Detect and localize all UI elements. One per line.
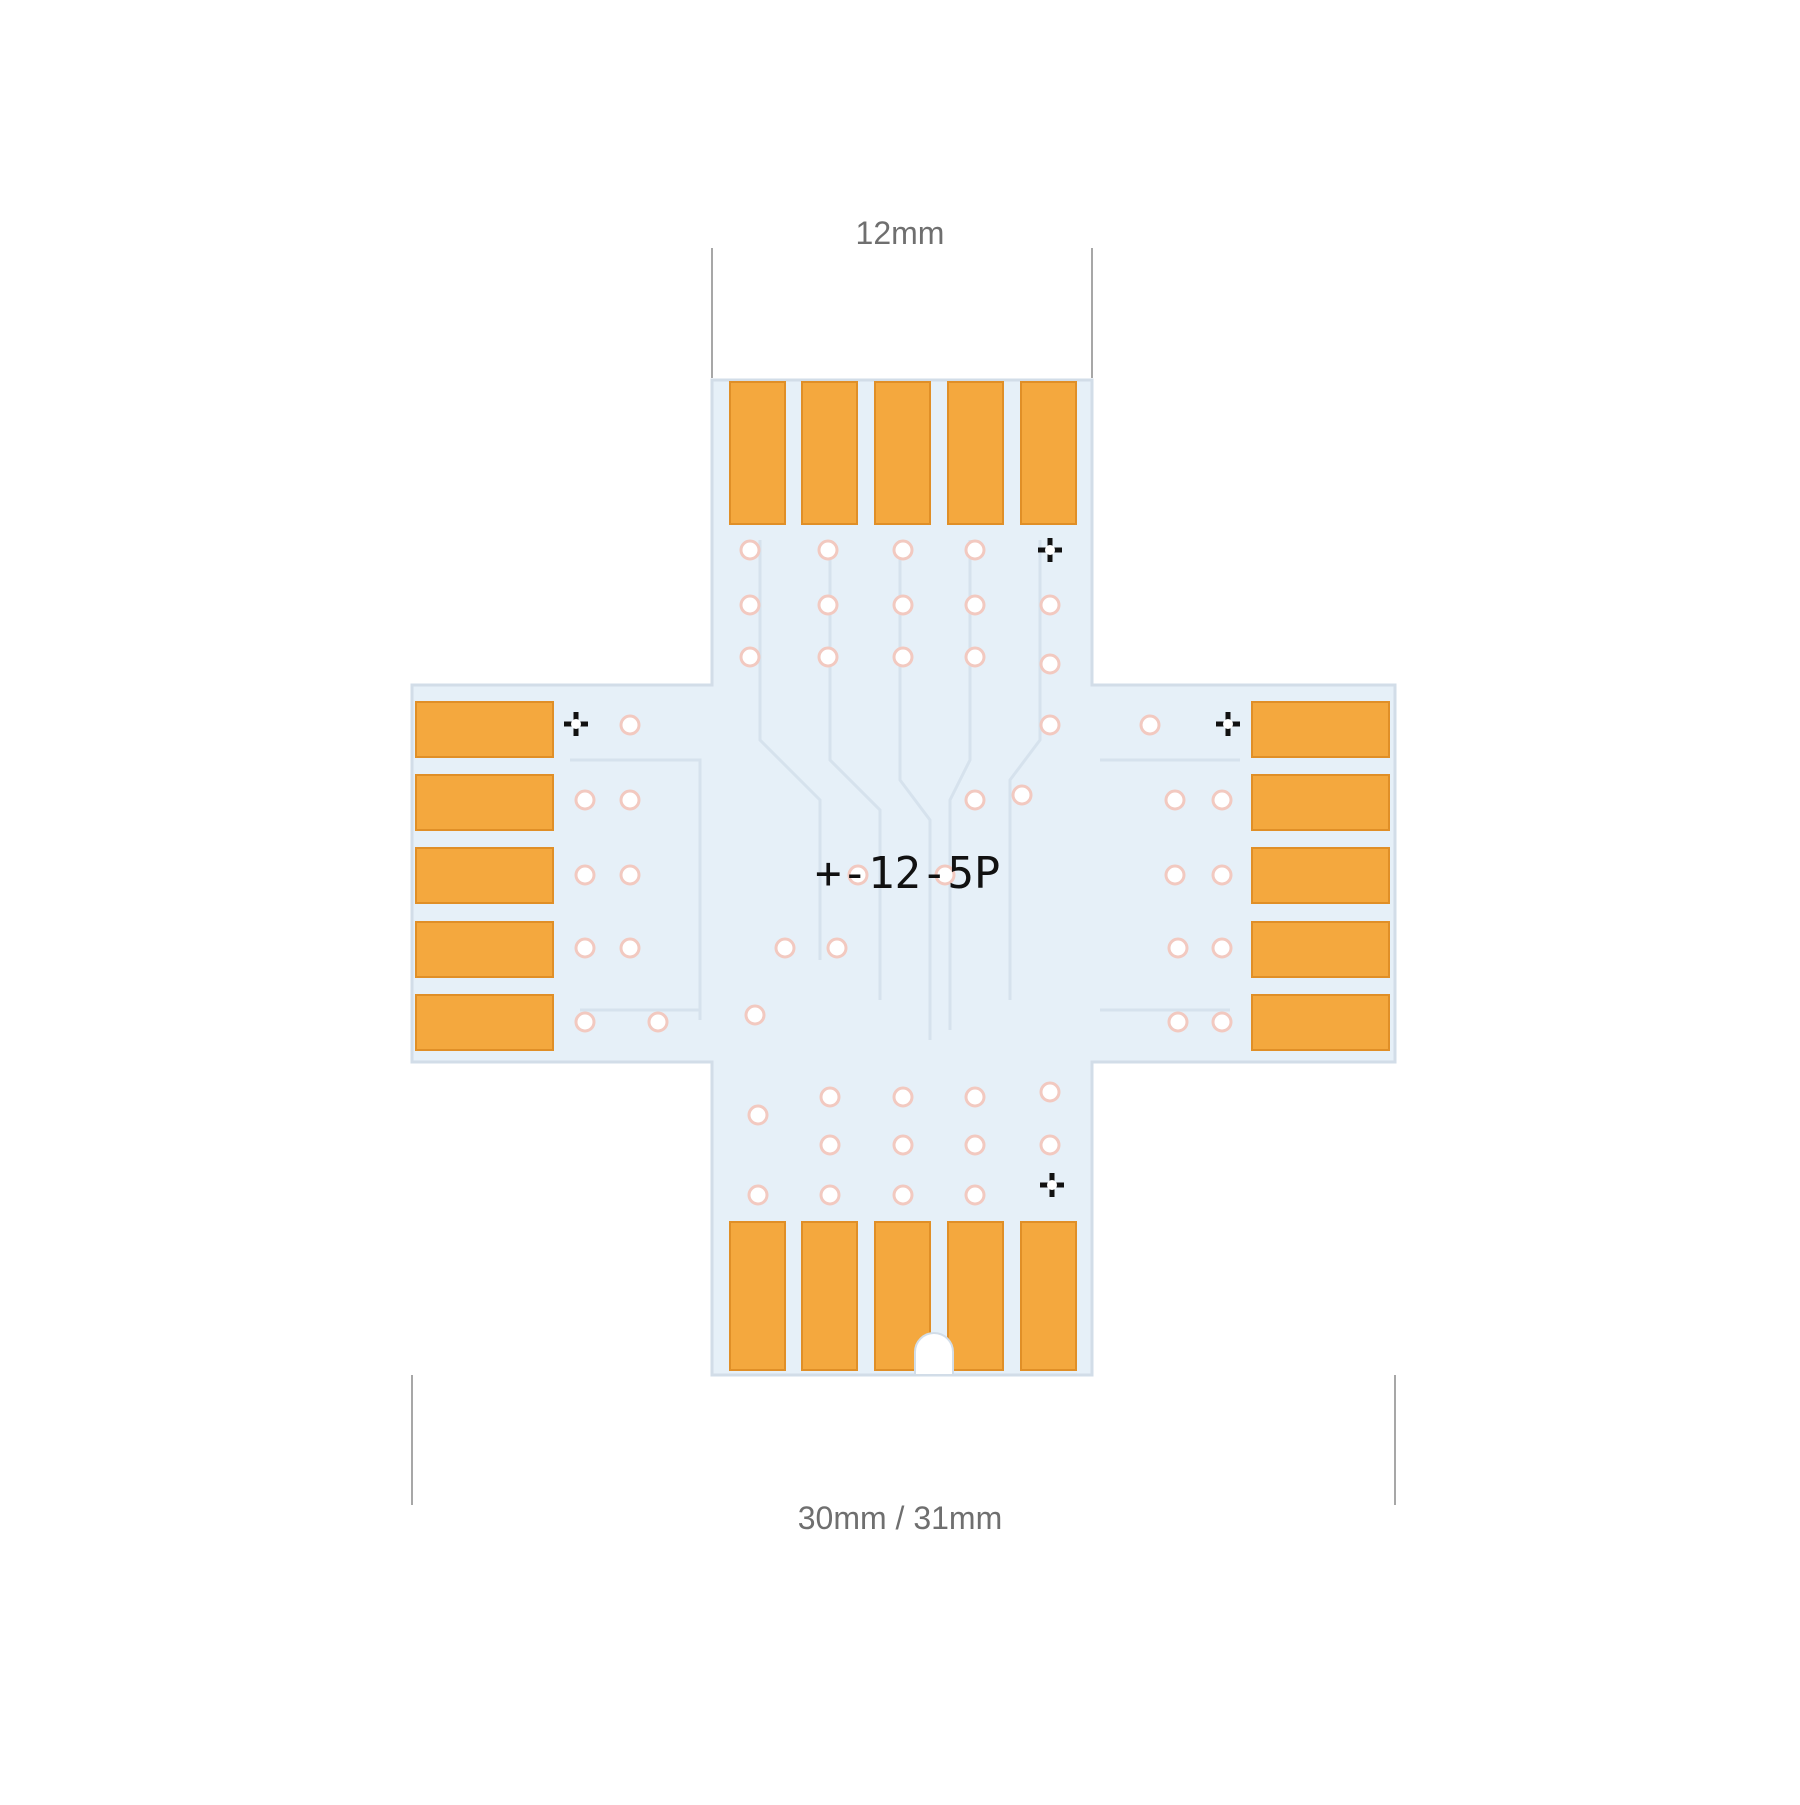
via-hole (819, 1086, 841, 1108)
pad-group (415, 381, 1390, 1371)
pad-bottom-4 (947, 1221, 1004, 1371)
via-hole (1211, 864, 1233, 886)
via-hole (826, 937, 848, 959)
via-hole (819, 1134, 841, 1156)
pad-right-1 (1251, 701, 1390, 758)
via-hole (964, 646, 986, 668)
pad-left-1 (415, 701, 554, 758)
via-hole (1039, 1081, 1061, 1103)
pad-bottom-2 (801, 1221, 858, 1371)
via-hole (1039, 714, 1061, 736)
via-hole (964, 594, 986, 616)
polarity-marker-left (564, 712, 588, 736)
via-hole (1211, 789, 1233, 811)
via-hole (1039, 594, 1061, 616)
via-hole (964, 1184, 986, 1206)
via-hole (619, 864, 641, 886)
pad-bottom-5 (1020, 1221, 1077, 1371)
via-hole (747, 1104, 769, 1126)
via-hole (892, 594, 914, 616)
via-hole (934, 864, 956, 886)
pcb-board (410, 378, 1397, 1377)
via-hole (574, 937, 596, 959)
via-hole (1167, 1011, 1189, 1033)
via-hole (574, 864, 596, 886)
via-hole (774, 937, 796, 959)
via-hole (892, 1184, 914, 1206)
pad-left-5 (415, 994, 554, 1051)
via-hole (964, 1086, 986, 1108)
via-hole (1211, 937, 1233, 959)
via-hole (574, 1011, 596, 1033)
via-hole (1167, 937, 1189, 959)
via-hole (964, 539, 986, 561)
pad-left-4 (415, 921, 554, 978)
pad-left-2 (415, 774, 554, 831)
via-hole (619, 789, 641, 811)
via-hole (1039, 1134, 1061, 1156)
via-hole (747, 1184, 769, 1206)
pad-top-4 (947, 381, 1004, 525)
via-hole (739, 646, 761, 668)
via-hole (964, 789, 986, 811)
bottom-notch (914, 1332, 954, 1376)
via-hole (817, 539, 839, 561)
via-hole (574, 789, 596, 811)
via-hole-group (574, 539, 1233, 1206)
board-marking: +-12-5P (815, 848, 1000, 899)
via-hole (964, 1134, 986, 1156)
via-hole (1211, 1011, 1233, 1033)
via-hole (847, 864, 869, 886)
via-hole (1139, 714, 1161, 736)
polarity-marker-bottom (1040, 1173, 1064, 1197)
via-hole (739, 539, 761, 561)
via-hole (817, 594, 839, 616)
pad-top-5 (1020, 381, 1077, 525)
pad-right-3 (1251, 847, 1390, 904)
via-hole (1011, 784, 1033, 806)
pad-top-2 (801, 381, 858, 525)
pad-bottom-1 (729, 1221, 786, 1371)
pad-right-5 (1251, 994, 1390, 1051)
polarity-marker-right (1216, 712, 1240, 736)
polarity-marker-top (1038, 538, 1062, 562)
pad-left-3 (415, 847, 554, 904)
via-hole (819, 1184, 841, 1206)
via-hole (892, 1086, 914, 1108)
dimension-bottom-label: 30mm / 31mm (797, 1500, 1003, 1536)
via-hole (892, 539, 914, 561)
pad-top-3 (874, 381, 931, 525)
pad-right-2 (1251, 774, 1390, 831)
via-hole (892, 646, 914, 668)
dimension-top-label: 12mm (855, 215, 945, 251)
via-hole (1164, 864, 1186, 886)
via-hole (817, 646, 839, 668)
via-hole (619, 937, 641, 959)
via-hole (739, 594, 761, 616)
via-hole (892, 1134, 914, 1156)
via-hole (1164, 789, 1186, 811)
via-hole (1039, 653, 1061, 675)
via-hole (647, 1011, 669, 1033)
pad-top-1 (729, 381, 786, 525)
pad-right-4 (1251, 921, 1390, 978)
via-hole (744, 1004, 766, 1026)
via-hole (619, 714, 641, 736)
